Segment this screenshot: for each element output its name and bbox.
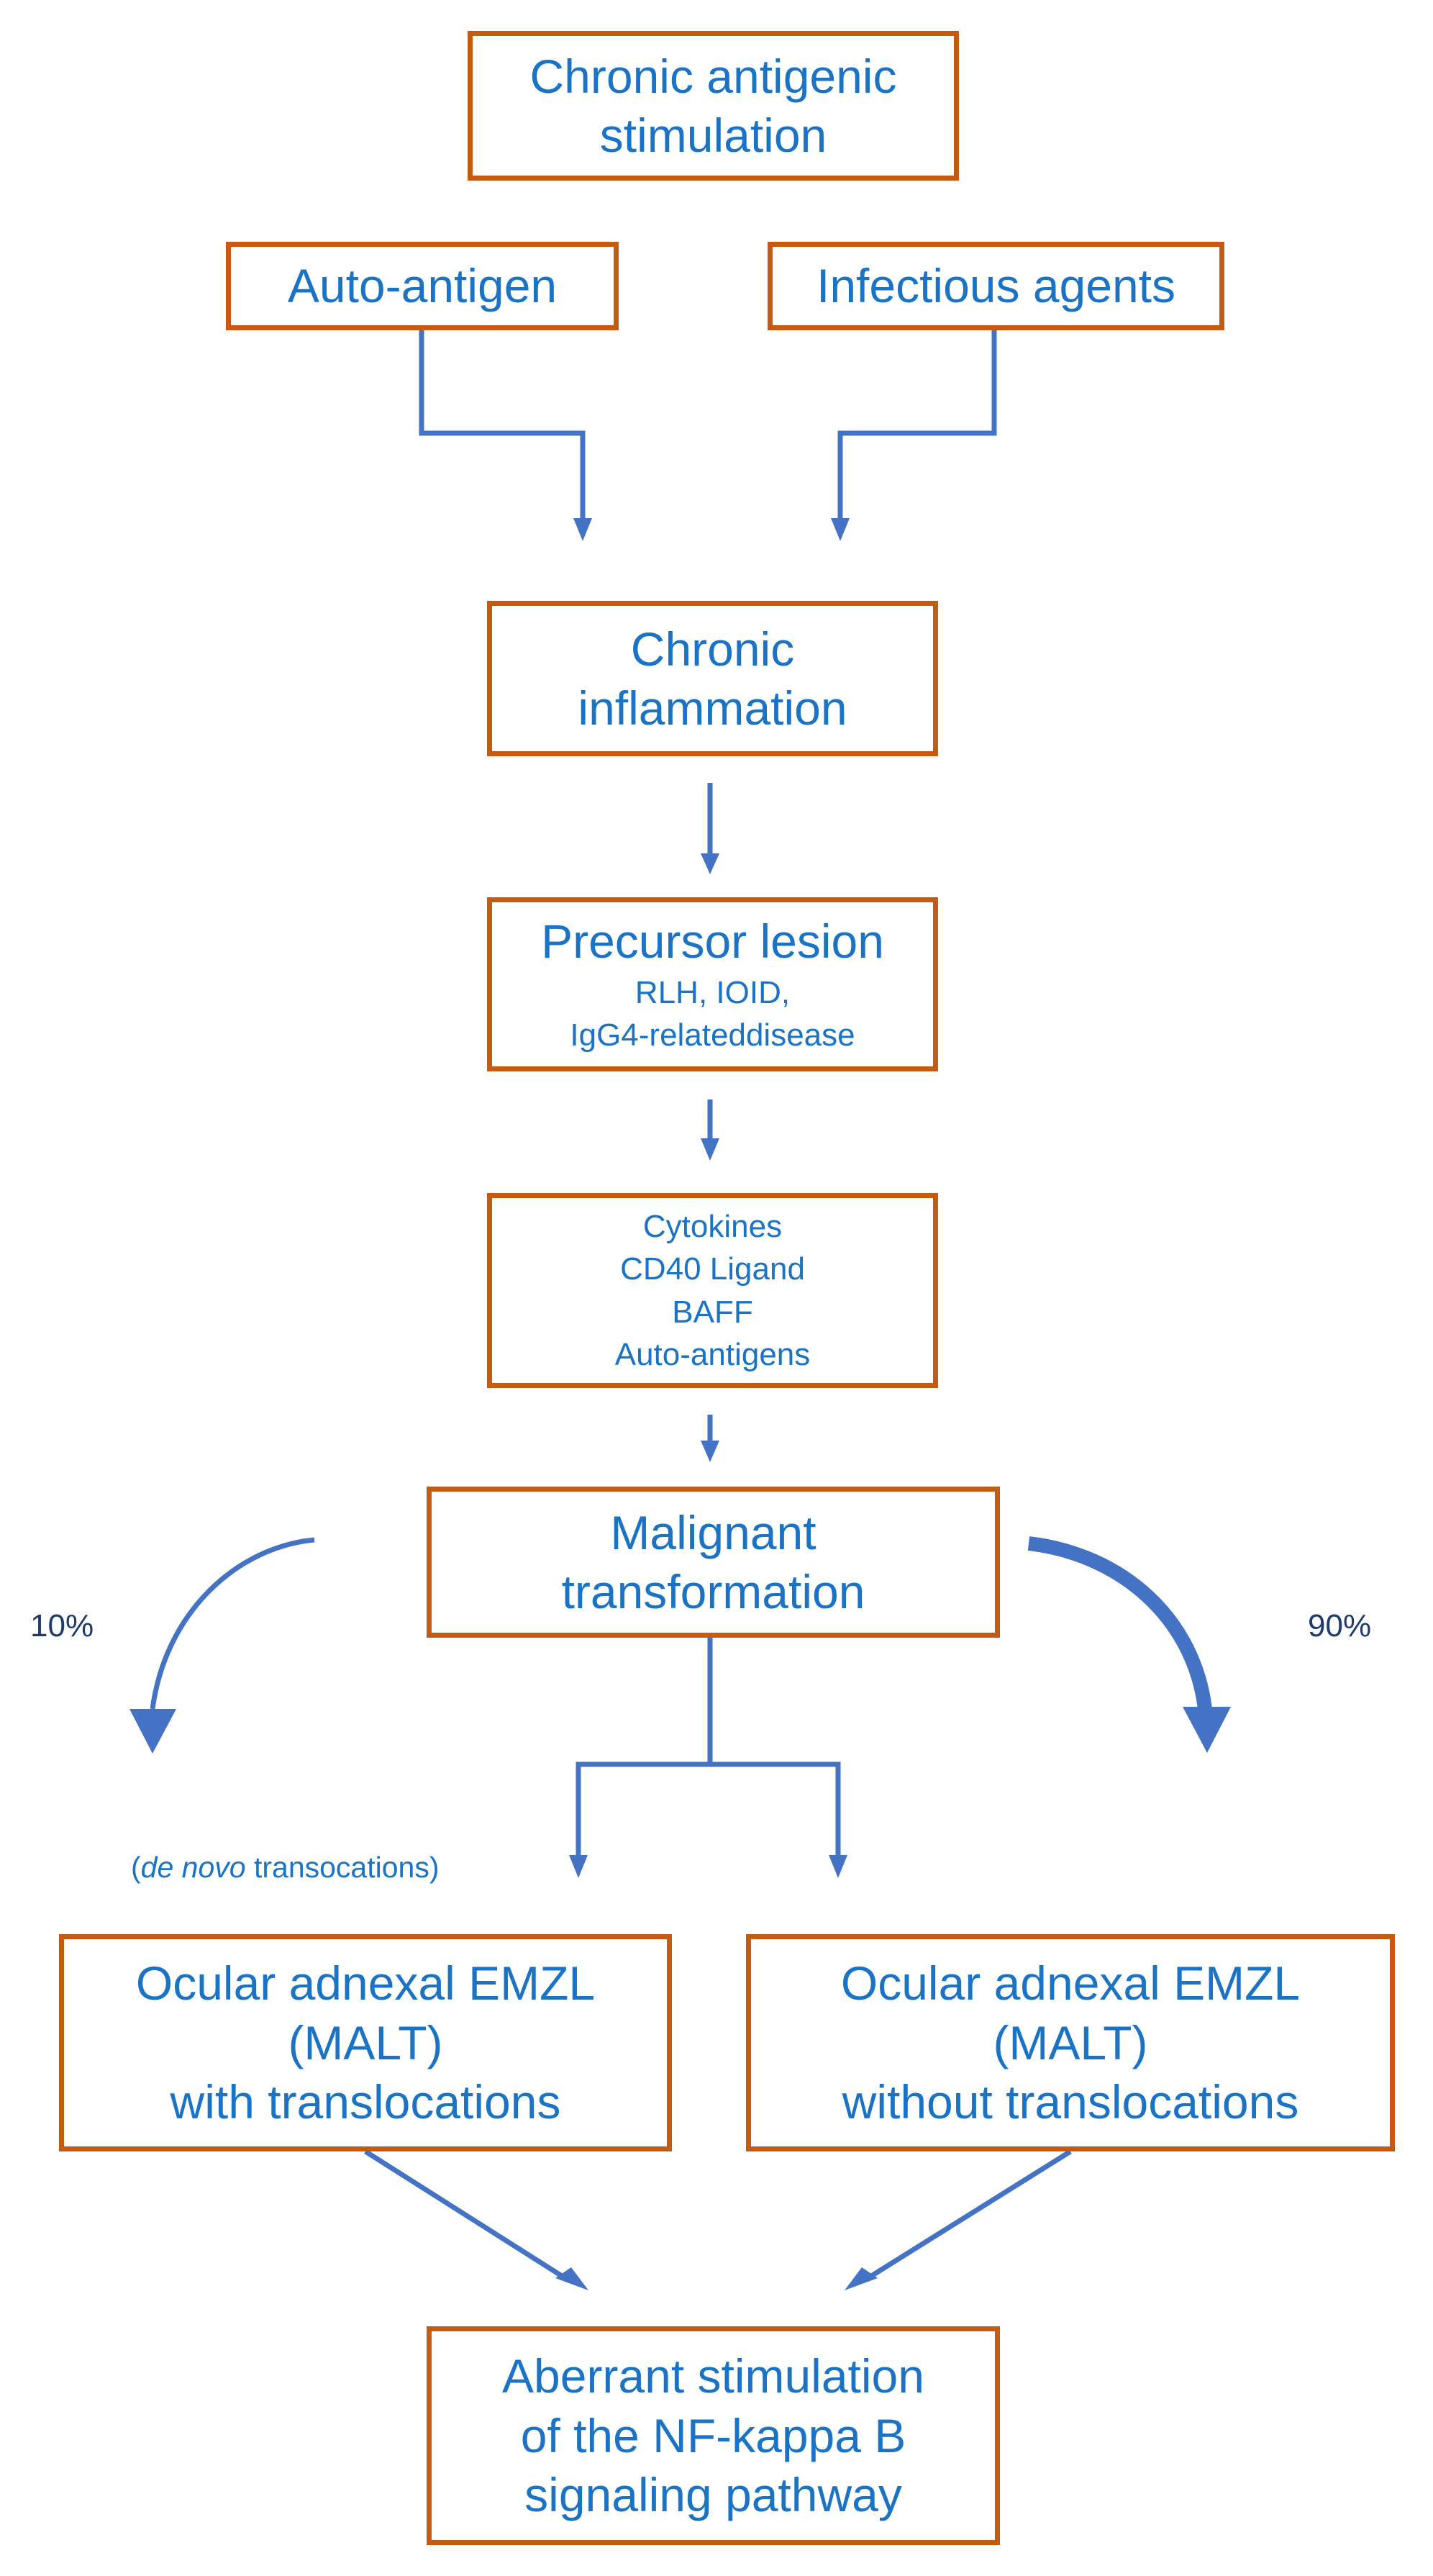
- arrow-without-to-nfkb: [862, 2149, 1072, 2283]
- chronic-inflammation-box: Chronic inflammation: [487, 601, 938, 756]
- de-novo-open-paren: (: [131, 1851, 141, 1884]
- arrow-with-to-nfkb: [364, 2149, 571, 2283]
- auto-antigen-box: Auto-antigen: [226, 242, 619, 330]
- arrowhead-precursor-to-factors: [701, 1138, 719, 1161]
- chronic-inflammation-line-2: inflammation: [578, 681, 847, 735]
- emzl-without-line-3: without translocations: [842, 2075, 1299, 2129]
- emzl-with-translocations-box: Ocular adnexal EMZL (MALT) with transloc…: [59, 1934, 672, 2151]
- arrowhead-without-to-nfkb: [845, 2267, 878, 2290]
- factor-cytokines: Cytokines: [642, 1208, 783, 1244]
- de-novo-translocations-note: (de novo transocations): [131, 1851, 439, 1885]
- malignant-transformation-box: Malignant transformation: [427, 1487, 1000, 1638]
- emzl-without-line-1: Ocular adnexal EMZL: [840, 1956, 1301, 2010]
- factor-cd40-ligand: CD40 Ligand: [620, 1251, 805, 1287]
- arrow-malignant-split-right: [710, 1761, 841, 1858]
- de-novo-italic: de novo: [140, 1851, 246, 1884]
- emzl-with-line-2: (MALT): [288, 2015, 443, 2069]
- factor-baff: BAFF: [672, 1294, 753, 1330]
- precursor-lesion-title: Precursor lesion: [541, 915, 884, 969]
- emzl-without-line-2: (MALT): [993, 2015, 1148, 2069]
- emzl-without-translocations-box: Ocular adnexal EMZL (MALT) without trans…: [746, 1934, 1395, 2151]
- emzl-with-line-1: Ocular adnexal EMZL: [135, 1956, 596, 2010]
- chronic-antigenic-line-2: stimulation: [599, 109, 827, 162]
- arrowhead-inflammation-to-precursor: [701, 853, 719, 874]
- arrow-auto-antigen: [419, 327, 586, 518]
- chronic-inflammation-line-1: Chronic: [630, 622, 795, 676]
- chronic-antigenic-stimulation-box: Chronic antigenic stimulation: [468, 31, 959, 181]
- malignant-line-1: Malignant: [610, 1505, 816, 1559]
- malignant-line-2: transformation: [561, 1565, 865, 1618]
- arrowhead-auto-antigen: [573, 518, 592, 541]
- precursor-lesion-line-2: IgG4-relateddisease: [570, 1017, 855, 1053]
- nfkb-line-3: signaling pathway: [524, 2468, 902, 2522]
- arrow-ninety-percent: [1027, 1536, 1212, 1710]
- arrow-malignant-split: [576, 1635, 713, 1858]
- arrowhead-ten-percent: [129, 1709, 176, 1754]
- arrowhead-split-left: [569, 1855, 588, 1878]
- auto-antigen-label: Auto-antigen: [287, 259, 558, 313]
- de-novo-rest: transocations): [253, 1851, 440, 1884]
- nfkb-line-2: of the NF-kappa B: [520, 2408, 906, 2462]
- arrowhead-infectious-agents: [831, 518, 850, 541]
- precursor-lesion-line-1: RLH, IOID,: [634, 974, 791, 1010]
- ninety-percent-label: 90%: [1308, 1608, 1372, 1643]
- arrow-infectious-agents: [837, 327, 997, 518]
- ten-percent-label: 10%: [30, 1608, 94, 1643]
- arrowhead-ninety-percent: [1183, 1707, 1231, 1753]
- precursor-lesion-box: Precursor lesion RLH, IOID, IgG4-related…: [487, 897, 938, 1071]
- infectious-agents-label: Infectious agents: [816, 259, 1175, 313]
- factors-box: Cytokines CD40 Ligand BAFF Auto-antigens: [487, 1193, 938, 1388]
- nfkb-line-1: Aberrant stimulation: [502, 2349, 924, 2403]
- arrow-ten-percent: [150, 1537, 315, 1710]
- chronic-antigenic-line-1: Chronic antigenic: [529, 49, 897, 103]
- arrowhead-with-to-nfkb: [555, 2267, 588, 2290]
- emzl-with-line-3: with translocations: [170, 2075, 561, 2129]
- arrowhead-split-right: [829, 1855, 847, 1878]
- factor-auto-antigens: Auto-antigens: [614, 1336, 811, 1372]
- arrowhead-factors-to-malignant: [701, 1441, 719, 1462]
- nfkb-pathway-box: Aberrant stimulation of the NF-kappa B s…: [427, 2326, 1000, 2545]
- infectious-agents-box: Infectious agents: [768, 242, 1224, 330]
